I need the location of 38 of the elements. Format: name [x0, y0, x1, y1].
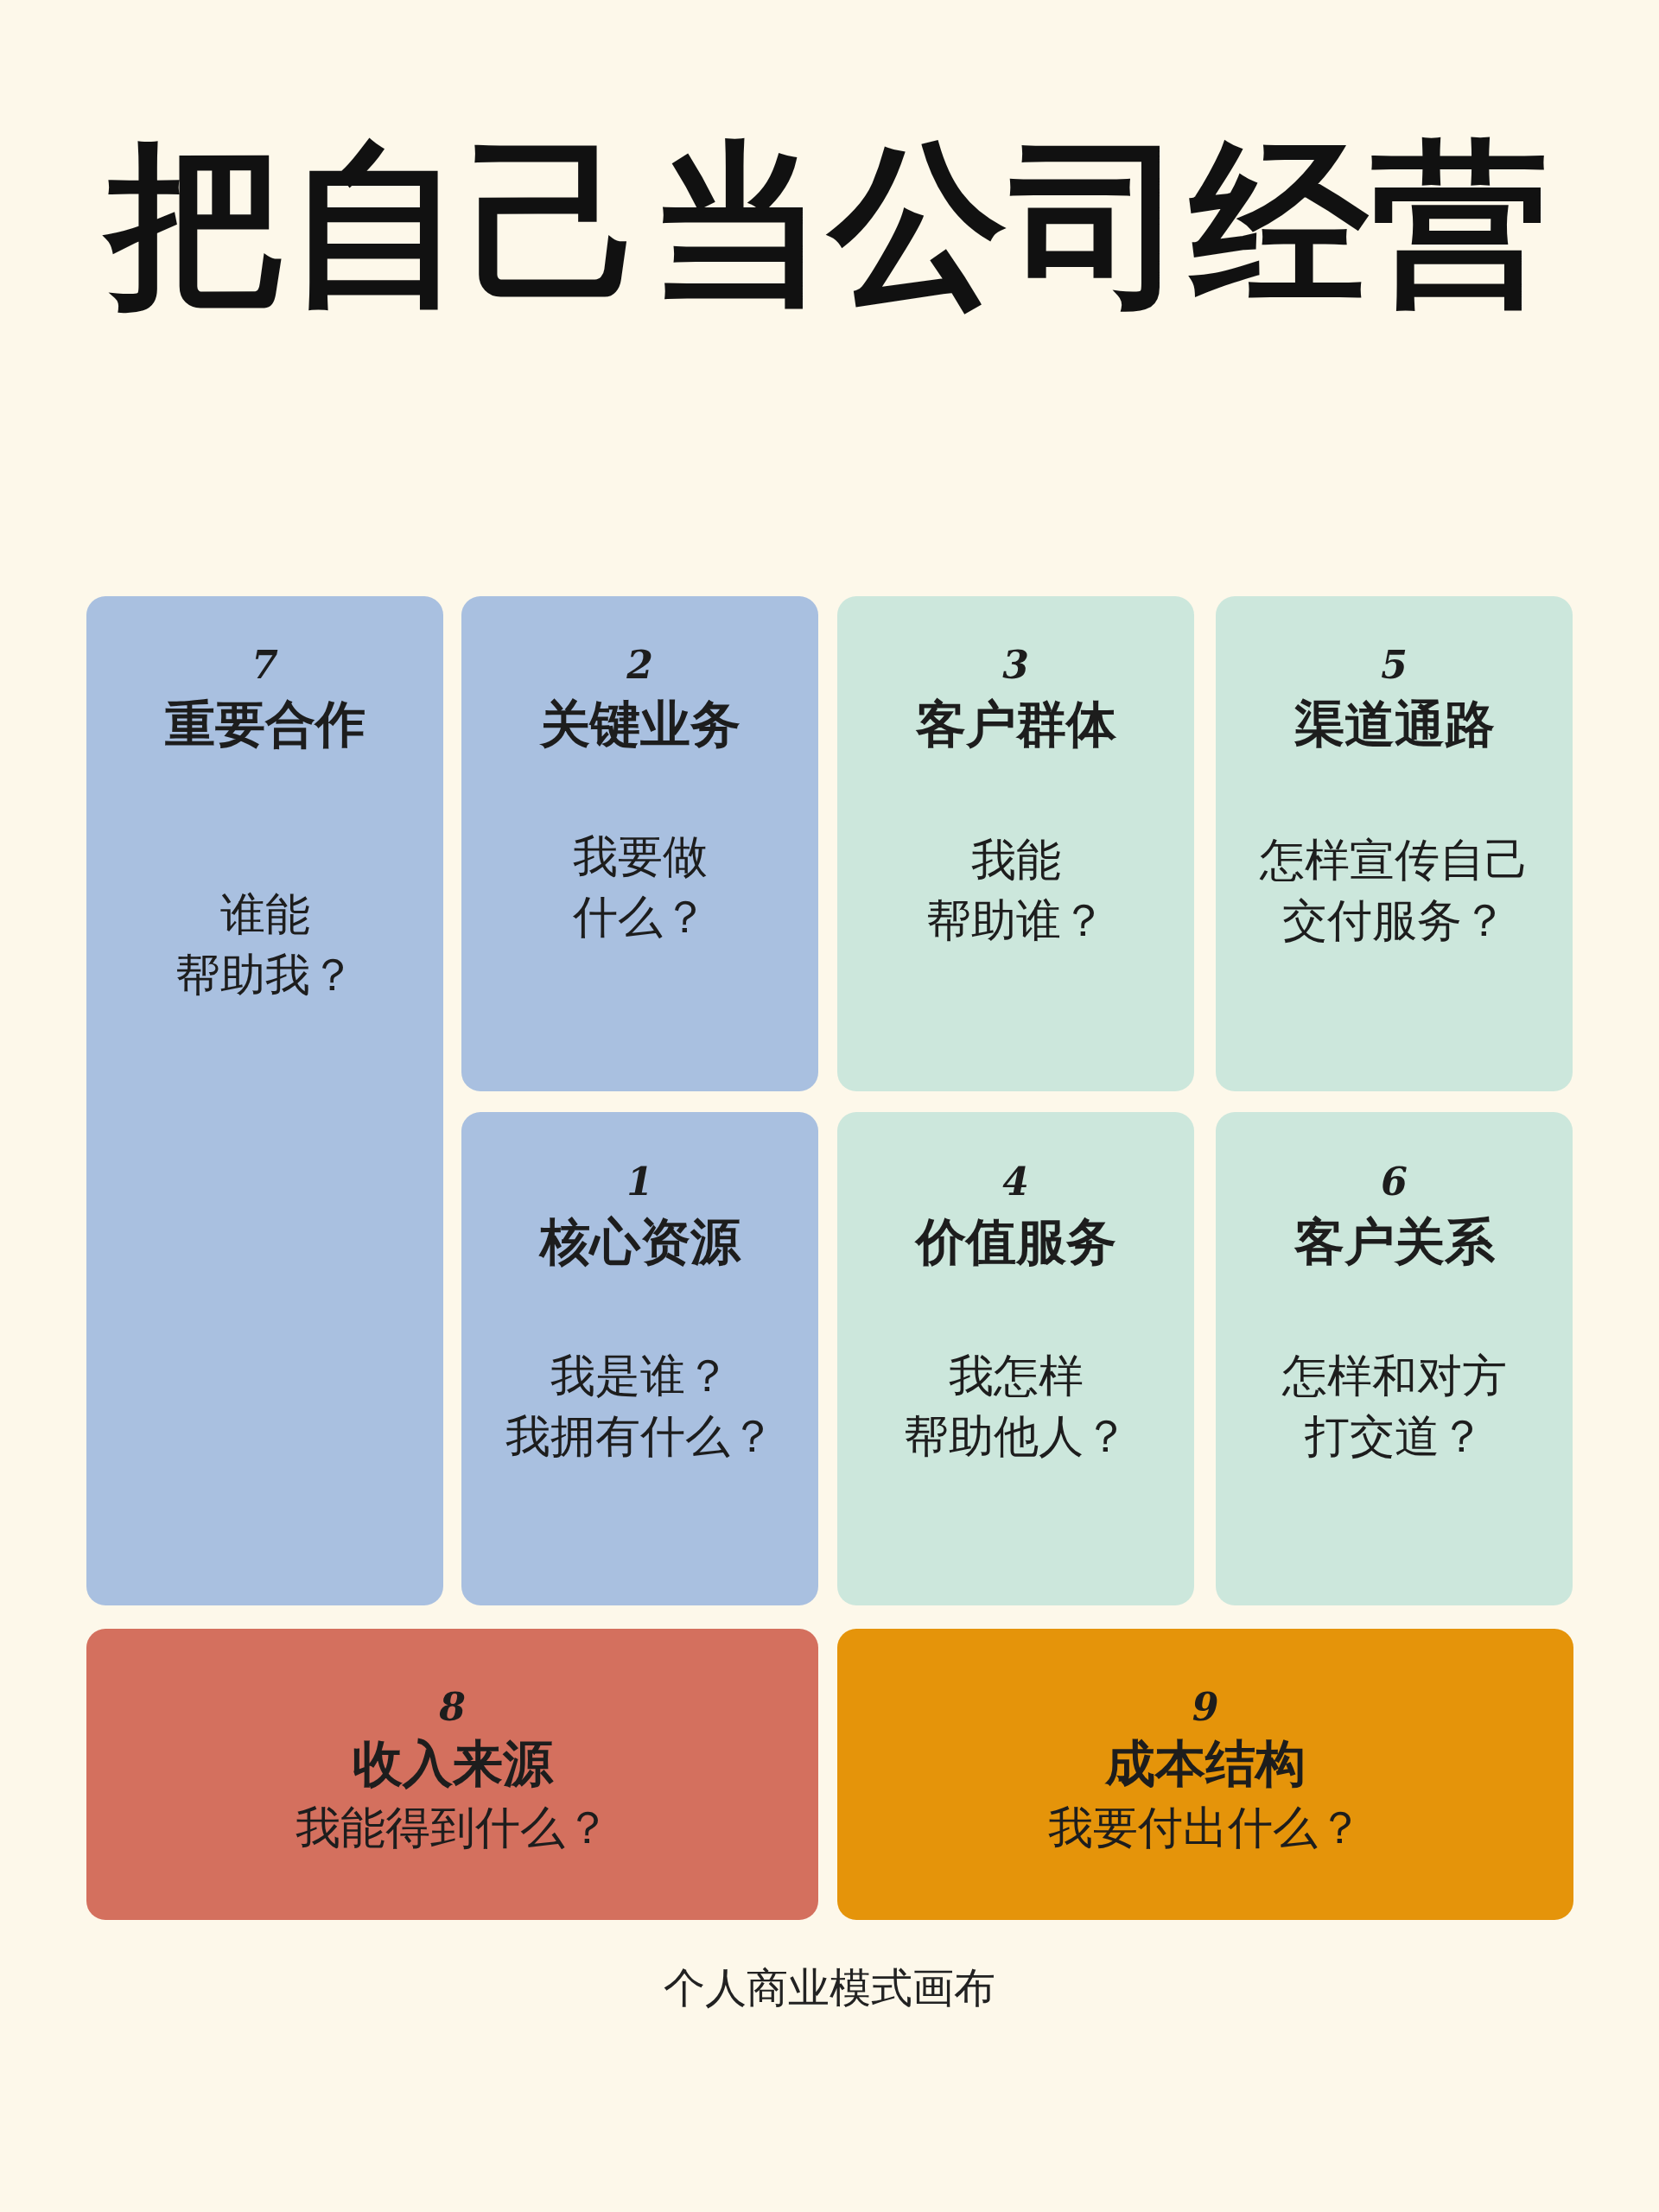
canvas-card	[1216, 596, 1573, 1091]
section-heading: 关键业务	[538, 694, 741, 754]
section-heading: 成本结构	[1103, 1733, 1306, 1794]
canvas-card	[837, 1629, 1573, 1920]
question-text: 怎样和对方打交道？	[1281, 1349, 1508, 1464]
section-heading: 渠道通路	[1293, 694, 1496, 754]
section-heading: 核心资源	[537, 1211, 742, 1272]
question-text: 我能帮助谁？	[925, 833, 1107, 948]
canvas-caption: 个人商业模式画布	[663, 1962, 996, 2013]
canvas-card	[461, 596, 818, 1091]
section-heading: 客户关系	[1293, 1211, 1496, 1272]
canvas-card	[461, 1112, 818, 1605]
question-text: 怎样宣传自己交付服务？	[1258, 833, 1530, 948]
section-heading: 价值服务	[913, 1211, 1117, 1272]
step-number: 3	[1001, 644, 1030, 687]
canvas-card	[837, 596, 1194, 1091]
step-number: 1	[626, 1160, 654, 1204]
step-number: 7	[251, 644, 279, 687]
step-number: 2	[626, 644, 654, 687]
step-number: 5	[1380, 644, 1408, 687]
question-text: 我能得到什么？	[294, 1801, 611, 1855]
question-text: 我要做什么？	[571, 830, 709, 944]
question-text: 谁能帮助我？	[174, 887, 356, 1002]
canvas-card	[86, 1629, 818, 1920]
section-heading: 收入来源	[351, 1733, 555, 1794]
section-heading: 重要合作	[163, 694, 366, 754]
section-heading: 客户群体	[914, 694, 1117, 754]
canvas-card	[1216, 1112, 1573, 1605]
step-number: 8	[438, 1686, 467, 1729]
question-text: 我怎样帮助他人？	[902, 1349, 1129, 1464]
question-text: 我是谁？我拥有什么？	[504, 1349, 776, 1464]
canvas-card	[86, 596, 443, 1605]
page-title: 把自己当公司经营	[0, 112, 1659, 337]
step-number: 4	[1001, 1160, 1030, 1204]
step-number: 6	[1380, 1160, 1408, 1204]
question-text: 我要付出什么？	[1047, 1801, 1363, 1855]
canvas-card	[837, 1112, 1194, 1605]
step-number: 9	[1191, 1686, 1220, 1729]
